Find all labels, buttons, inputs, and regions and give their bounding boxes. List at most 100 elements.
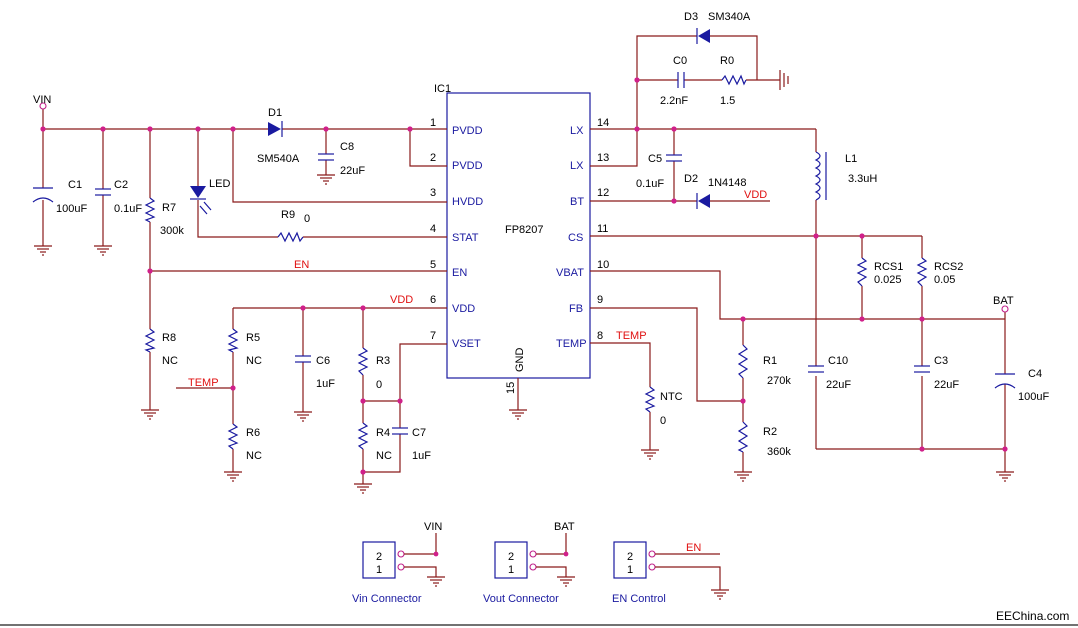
svg-text:0.025: 0.025 bbox=[874, 274, 902, 286]
capacitor-c1: C1 100uF bbox=[32, 179, 87, 215]
connector-net-label: BAT bbox=[554, 521, 575, 533]
capacitor-c4: C4 100uF bbox=[994, 368, 1049, 403]
capacitor-c8: C8 22uF bbox=[318, 141, 365, 177]
pin-name: PVDD bbox=[452, 160, 483, 172]
svg-text:RCS1: RCS1 bbox=[874, 261, 903, 273]
thermistor-ntc: NTC 0 bbox=[644, 386, 683, 427]
net-label-temp-right: TEMP bbox=[616, 330, 647, 342]
connector-net-label: EN bbox=[686, 542, 701, 554]
svg-text:D1: D1 bbox=[268, 107, 282, 119]
ground-icon bbox=[317, 174, 335, 185]
resistor-rcs2: RCS2 0.05 bbox=[916, 257, 963, 287]
ic-right-pins: 14 LX 13 LX 12 BT 11 CS 10 VBAT 9 FB 8 T… bbox=[556, 117, 609, 350]
resistor-r5: R5 NC bbox=[227, 328, 262, 367]
connector-title: EN Control bbox=[612, 593, 666, 605]
svg-text:L1: L1 bbox=[845, 153, 857, 165]
ground-icon bbox=[711, 589, 729, 600]
svg-text:R1: R1 bbox=[763, 355, 777, 367]
svg-text:SM540A: SM540A bbox=[257, 153, 300, 165]
diode-d2: D2 1N4148 bbox=[684, 173, 747, 209]
svg-text:3.3uH: 3.3uH bbox=[848, 173, 877, 185]
connector-title: Vout Connector bbox=[483, 593, 559, 605]
svg-text:LED: LED bbox=[209, 178, 230, 190]
svg-text:2.2nF: 2.2nF bbox=[660, 95, 688, 107]
net-label-vdd-left: VDD bbox=[390, 294, 413, 306]
pin-name: LX bbox=[570, 125, 584, 137]
net-label-en: EN bbox=[294, 259, 309, 271]
pin-name: HVDD bbox=[452, 196, 483, 208]
pin-name: FB bbox=[569, 303, 583, 315]
wires bbox=[42, 35, 1006, 484]
ground-icon bbox=[996, 471, 1014, 482]
svg-text:NTC: NTC bbox=[660, 391, 683, 403]
ground-icon bbox=[224, 471, 242, 482]
svg-text:C1: C1 bbox=[68, 179, 82, 191]
pin-name: VSET bbox=[452, 338, 481, 350]
ic-part-label: FP8207 bbox=[505, 224, 544, 236]
net-label-bat: BAT bbox=[993, 295, 1014, 307]
chassis-ground-icon bbox=[779, 70, 789, 90]
diode-d3: D3 SM340A bbox=[684, 11, 751, 44]
svg-text:0.1uF: 0.1uF bbox=[636, 178, 664, 190]
svg-text:R4: R4 bbox=[376, 427, 390, 439]
connector-vout: 2 1 BAT Vout Connector bbox=[483, 521, 575, 605]
pin-num: 10 bbox=[597, 259, 609, 271]
pin-num: 12 bbox=[597, 187, 609, 199]
svg-text:D2: D2 bbox=[684, 173, 698, 185]
svg-text:300k: 300k bbox=[160, 225, 184, 237]
junctions bbox=[39, 77, 1009, 475]
pin-name: TEMP bbox=[556, 338, 587, 350]
svg-text:NC: NC bbox=[246, 355, 262, 367]
pin-num: 2 bbox=[430, 152, 436, 164]
resistor-r7: R7 300k bbox=[144, 197, 184, 237]
svg-text:100uF: 100uF bbox=[1018, 391, 1049, 403]
connector-title: Vin Connector bbox=[352, 593, 422, 605]
svg-text:R9: R9 bbox=[281, 209, 295, 221]
pin-num: 6 bbox=[430, 294, 436, 306]
svg-text:C7: C7 bbox=[412, 427, 426, 439]
inductor-l1: L1 3.3uH bbox=[814, 151, 877, 201]
led: LED bbox=[190, 178, 230, 215]
svg-text:R8: R8 bbox=[162, 332, 176, 344]
pin-num: 4 bbox=[430, 223, 436, 235]
pin-num: 13 bbox=[597, 152, 609, 164]
capacitor-c7: C7 1uF bbox=[392, 427, 431, 462]
ic-ref-label: IC1 bbox=[434, 83, 451, 95]
svg-text:1uF: 1uF bbox=[412, 450, 431, 462]
pin-num: 8 bbox=[597, 330, 603, 342]
net-label-vdd-right: VDD bbox=[744, 189, 767, 201]
svg-text:C4: C4 bbox=[1028, 368, 1042, 380]
ground-icon bbox=[427, 576, 445, 587]
svg-text:0.05: 0.05 bbox=[934, 274, 955, 286]
ground-icon bbox=[294, 411, 312, 422]
svg-text:NC: NC bbox=[376, 450, 392, 462]
svg-text:R7: R7 bbox=[162, 202, 176, 214]
svg-text:R3: R3 bbox=[376, 355, 390, 367]
diode-d1: D1 SM540A bbox=[257, 107, 300, 165]
svg-text:R5: R5 bbox=[246, 332, 260, 344]
capacitor-c3: C3 22uF bbox=[914, 355, 959, 391]
svg-text:0: 0 bbox=[660, 415, 666, 427]
connector-vin: 2 1 VIN Vin Connector bbox=[352, 521, 445, 605]
ground-icon bbox=[509, 409, 527, 420]
svg-text:360k: 360k bbox=[767, 446, 791, 458]
ic-left-pins: 1 PVDD 2 PVDD 3 HVDD 4 STAT 5 EN 6 VDD 7… bbox=[430, 117, 483, 350]
ground-icon bbox=[94, 245, 112, 256]
ground-symbols bbox=[34, 174, 1014, 494]
svg-text:1: 1 bbox=[376, 564, 382, 576]
pin-name: VBAT bbox=[556, 267, 584, 279]
resistor-rcs1: RCS1 0.025 bbox=[856, 257, 903, 287]
ic-gnd-pin-num: 15 bbox=[505, 382, 517, 394]
connector-en: 2 1 EN EN Control bbox=[612, 541, 729, 605]
watermark: EEChina.com bbox=[996, 609, 1069, 623]
resistor-r4: R4 NC bbox=[357, 422, 392, 462]
ground-icon bbox=[34, 245, 52, 256]
capacitor-c2: C2 0.1uF bbox=[95, 179, 142, 215]
svg-text:0.1uF: 0.1uF bbox=[114, 203, 142, 215]
svg-text:270k: 270k bbox=[767, 375, 791, 387]
svg-text:C2: C2 bbox=[114, 179, 128, 191]
resistor-r3: R3 0 bbox=[357, 347, 390, 391]
svg-text:2: 2 bbox=[627, 551, 633, 563]
pin-num: 7 bbox=[430, 330, 436, 342]
